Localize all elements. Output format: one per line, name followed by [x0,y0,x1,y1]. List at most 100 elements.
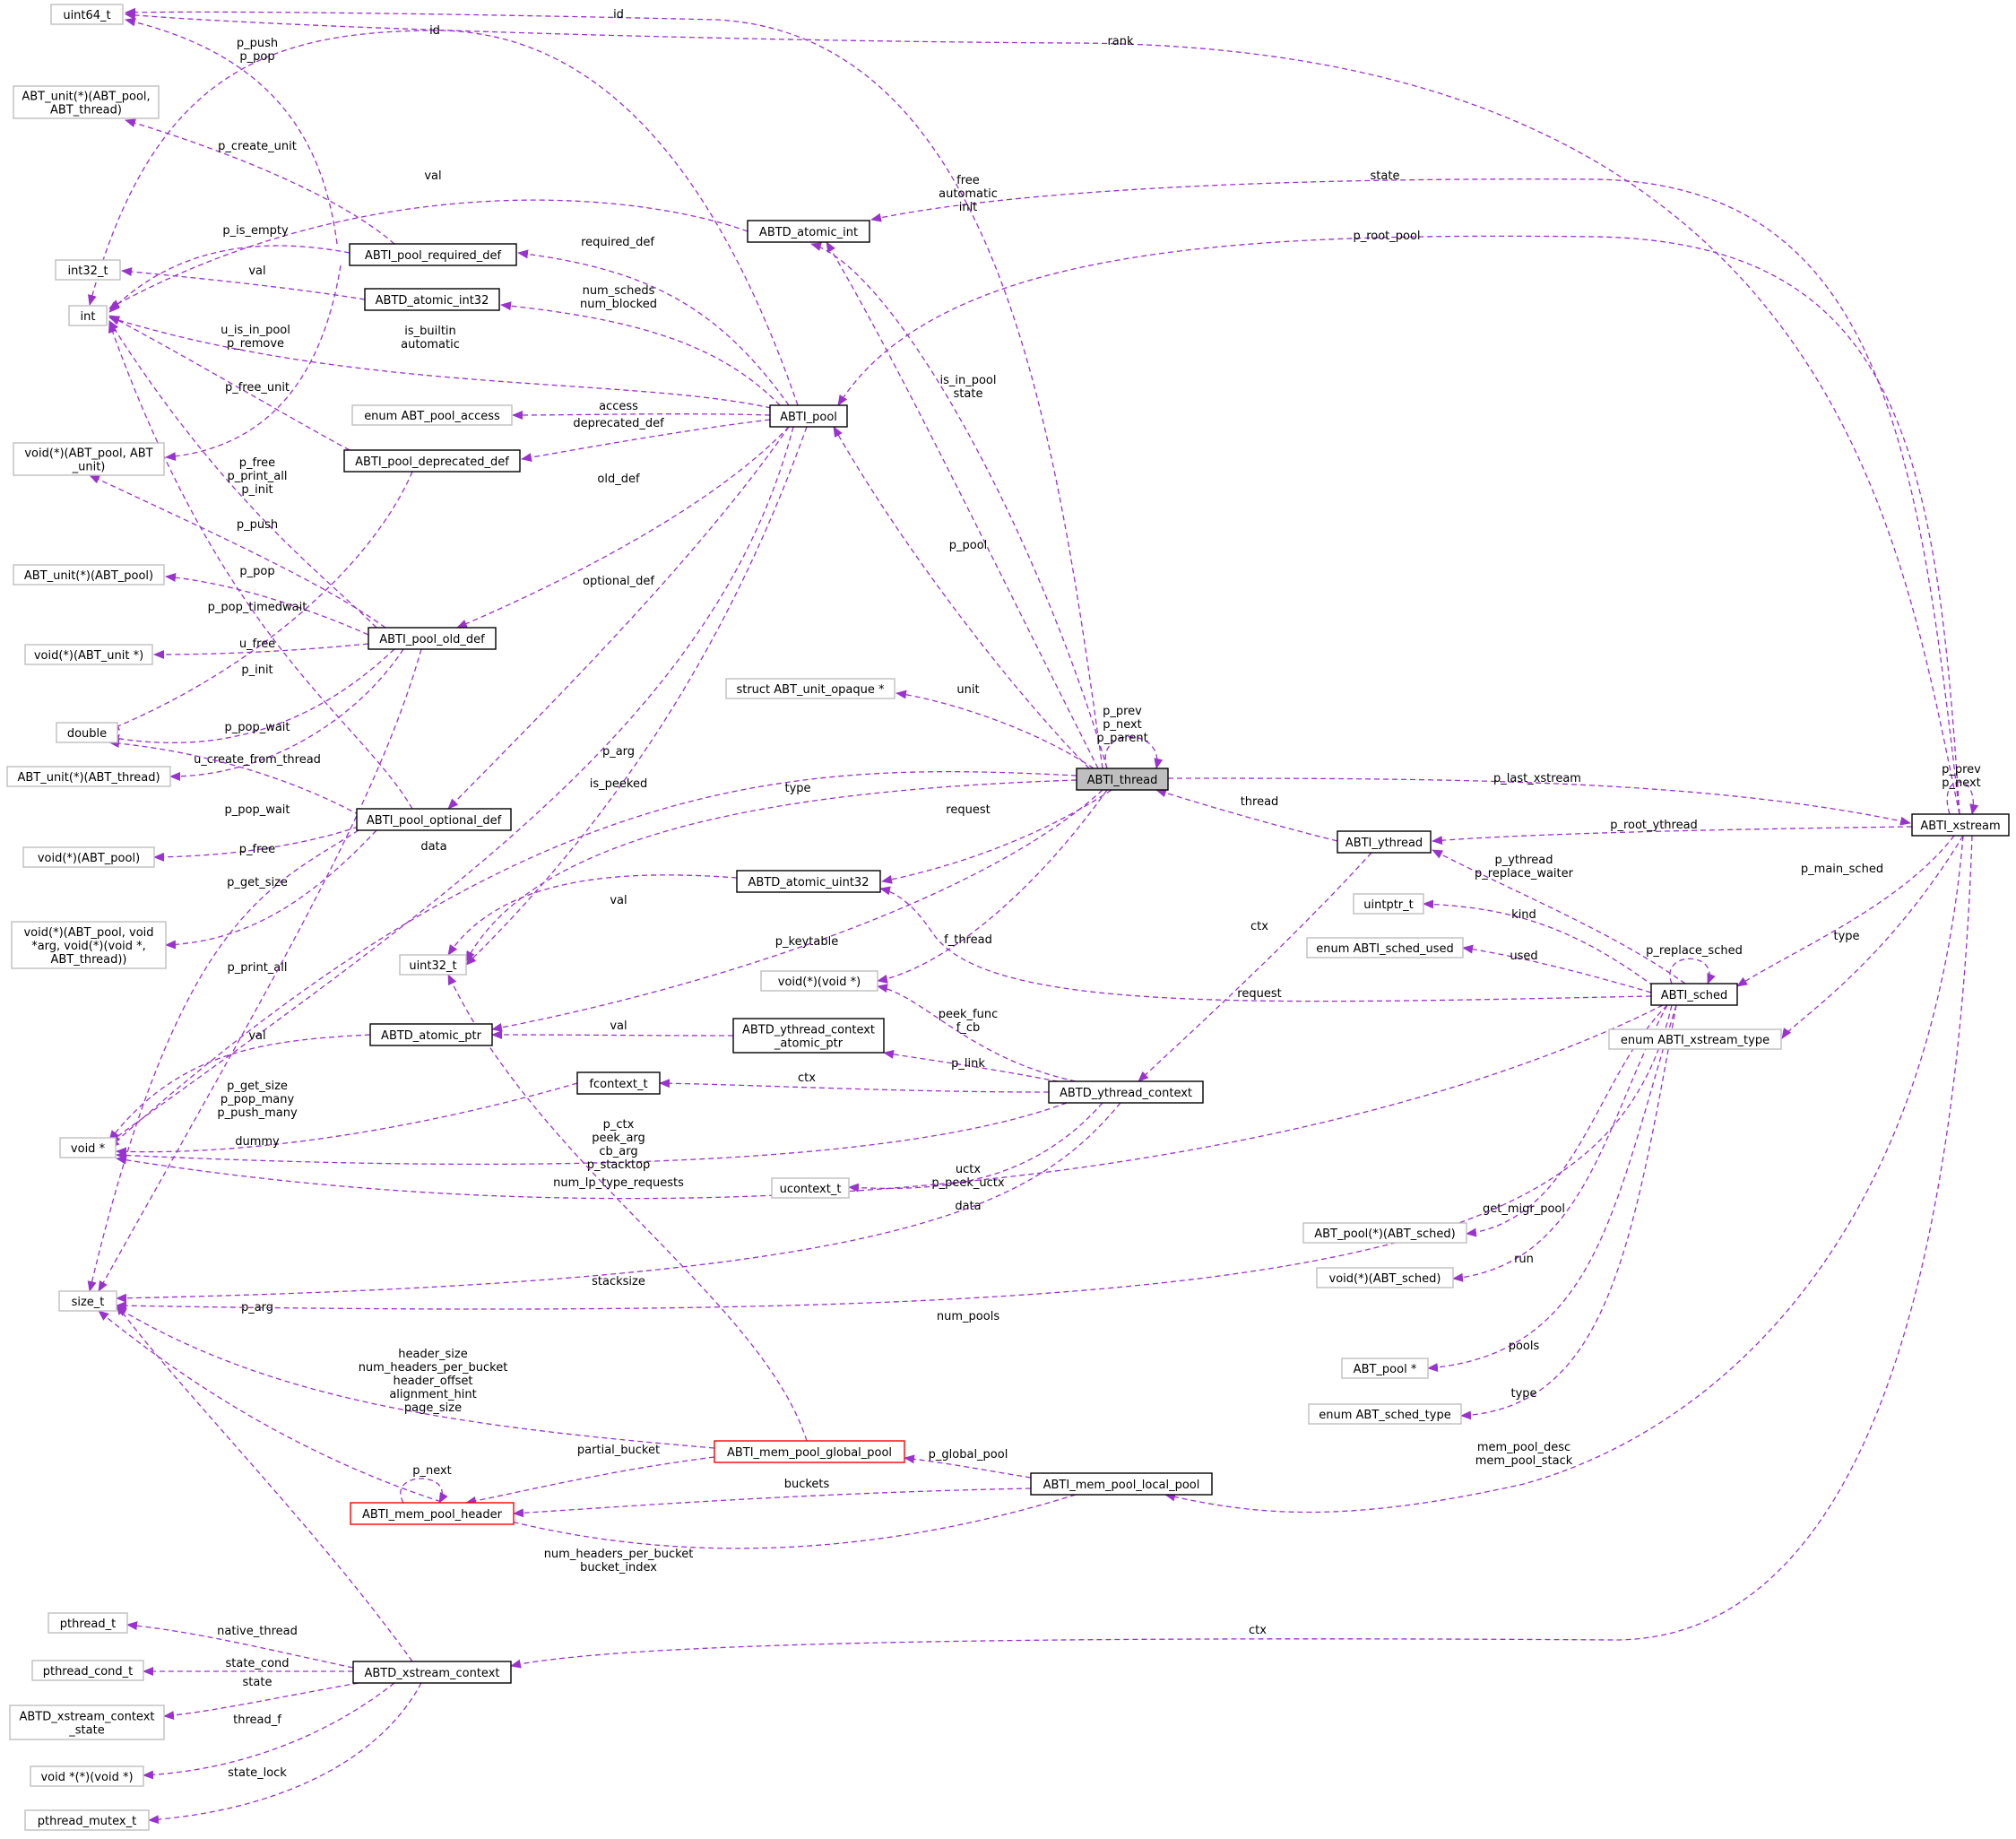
node-void-fn-unit-ptr: void(*)(ABT_unit *) [24,644,153,665]
edge-line [148,1682,422,1825]
node-abti-mem-pool-global-pool[interactable]: ABTI_mem_pool_global_pool [714,1440,905,1463]
node-label: void(*)(ABT_sched) [1329,1272,1441,1286]
edge-line [513,1488,1032,1518]
edge-label: val [424,169,441,183]
node-abtd-atomic-int32[interactable]: ABTD_atomic_int32 [364,288,500,311]
edge-label: num_headers_per_bucket [544,1548,694,1561]
edge-line [881,789,1112,884]
node-label: enum ABT_sched_type [1319,1409,1450,1422]
edge-label: u_is_in_pool [221,324,290,337]
node-abtd-atomic-int[interactable]: ABTD_atomic_int [747,220,870,243]
node-abtd-atomic-uint32[interactable]: ABTD_atomic_uint32 [736,870,881,893]
node-abtd-atomic-ptr[interactable]: ABTD_atomic_ptr [369,1023,493,1046]
edge-line [165,573,377,639]
node-fcontext-t[interactable]: fcontext_t [576,1071,661,1095]
node-size-t: size_t [58,1290,117,1312]
node-abti-pool[interactable]: ABTI_pool [769,404,848,428]
node-abti-pool-required-def[interactable]: ABTI_pool_required_def [349,243,517,266]
node-box [356,808,512,831]
node-abtd-ythread-context[interactable]: ABTD_ythread_context [1048,1080,1204,1104]
edge-sched-used: used [1462,944,1652,993]
node-ucontext-t: ucontext_t [771,1177,850,1199]
node-box [56,722,118,743]
edge-label: is_peeked [590,777,647,791]
edge-label: p_is_empty [222,224,289,238]
edge-label: p_next [1103,718,1142,732]
edge-ythread-thread: thread [1155,788,1338,842]
edge-line [465,426,808,966]
edge-pool-access: access [512,400,771,420]
edge-label: header_offset [393,1375,472,1388]
node-box [55,259,121,281]
edge-line [447,426,790,810]
node-label: ABTD_atomic_int [759,226,858,239]
node-abti-pool-deprecated-def[interactable]: ABTI_pool_deprecated_def [343,449,521,473]
node-label: ABTD_ythread_context [742,1024,875,1037]
node-label: ABTI_mem_pool_local_pool [1043,1479,1200,1492]
node-box [747,220,870,243]
edge-line [165,829,377,950]
node-abti-thread[interactable]: ABTI_thread [1076,768,1169,791]
node-void-fn-print-all: void(*)(ABT_pool, void*arg, void(*)(void… [11,921,167,969]
edge-line [826,241,1099,769]
edge-fcontext-dummy: dummy [116,1082,578,1157]
node-abtd-xstream-context-state: ABTD_xstream_context_state [9,1705,165,1740]
node-box [350,1502,515,1525]
node-enum-abt-sched-type: enum ABT_sched_type [1308,1403,1462,1425]
edge-label: id [429,24,440,38]
node-abti-sched[interactable]: ABTI_sched [1650,983,1738,1006]
edge-line [1167,777,1911,826]
edge-line [1460,1004,1677,1420]
edge-thread-p-keytable: p_keytable [491,789,1103,1032]
edge-label: p_root_pool [1353,230,1420,243]
node-label: _atomic_ptr [774,1037,844,1051]
node-abt-unit-fn-pool-thread: ABT_unit(*)(ABT_pool,ABT_thread) [13,85,160,119]
edge-label: p_print_all [228,961,288,975]
edge-label: run [1514,1253,1534,1266]
node-abti-ythread[interactable]: ABTI_ythread [1337,830,1432,854]
edge-label: pools [1509,1340,1540,1353]
node-box [9,1705,165,1740]
node-box [1650,983,1738,1006]
edge-label: p_get_size [227,1080,288,1093]
edge-label: p_main_sched [1801,863,1883,876]
edge-mem-header-p-next: p_next [400,1464,452,1504]
edge-opt-p-free: p_free [153,826,359,862]
edge-line [1104,736,1164,769]
node-box [1302,1222,1467,1244]
edge-label: p_push_many [217,1106,298,1120]
edge-line [108,426,794,1143]
node-label: _state [68,1724,104,1738]
edge-label: partial_bucket [577,1444,660,1457]
node-abtd-xstream-context[interactable]: ABTD_xstream_context [352,1661,512,1684]
node-label: ABTI_mem_pool_header [362,1508,503,1522]
edge-label: p_pop_wait [224,803,290,817]
node-label: ABT_thread)) [50,953,126,967]
edge-line [465,779,1077,962]
node-box [576,1071,661,1095]
edge-label: p_link [951,1057,985,1071]
edge-label: bucket_index [580,1561,657,1574]
node-abtd-ythread-context-atomic-ptr[interactable]: ABTD_ythread_context_atomic_ptr [732,1018,885,1054]
node-void-ptr-fn-void-ptr: void *(*)(void *) [30,1765,144,1787]
node-abti-pool-optional-def[interactable]: ABTI_pool_optional_def [356,808,512,831]
node-abti-mem-pool-local-pool[interactable]: ABTI_mem_pool_local_pool [1030,1472,1213,1496]
node-label: ABTI_ythread [1345,837,1423,850]
edge-label: p_init [241,664,273,677]
edge-label: data [420,840,446,854]
edge-line [108,1034,371,1141]
node-abti-mem-pool-header[interactable]: ABTI_mem_pool_header [350,1502,515,1525]
node-box [58,1290,117,1312]
edge-line [896,690,1095,769]
edge-line [108,322,413,810]
edge-line [163,1682,359,1721]
edge-label: mem_pool_stack [1475,1454,1573,1468]
node-abti-pool-old-def[interactable]: ABTI_pool_old_def [368,627,497,650]
edge-line [108,771,1077,1149]
node-abti-xstream[interactable]: ABTI_xstream [1911,813,2010,837]
edge-line [153,826,359,862]
node-pthread-t: pthread_t [48,1612,128,1634]
node-label: void(*)(ABT_pool) [38,852,140,865]
